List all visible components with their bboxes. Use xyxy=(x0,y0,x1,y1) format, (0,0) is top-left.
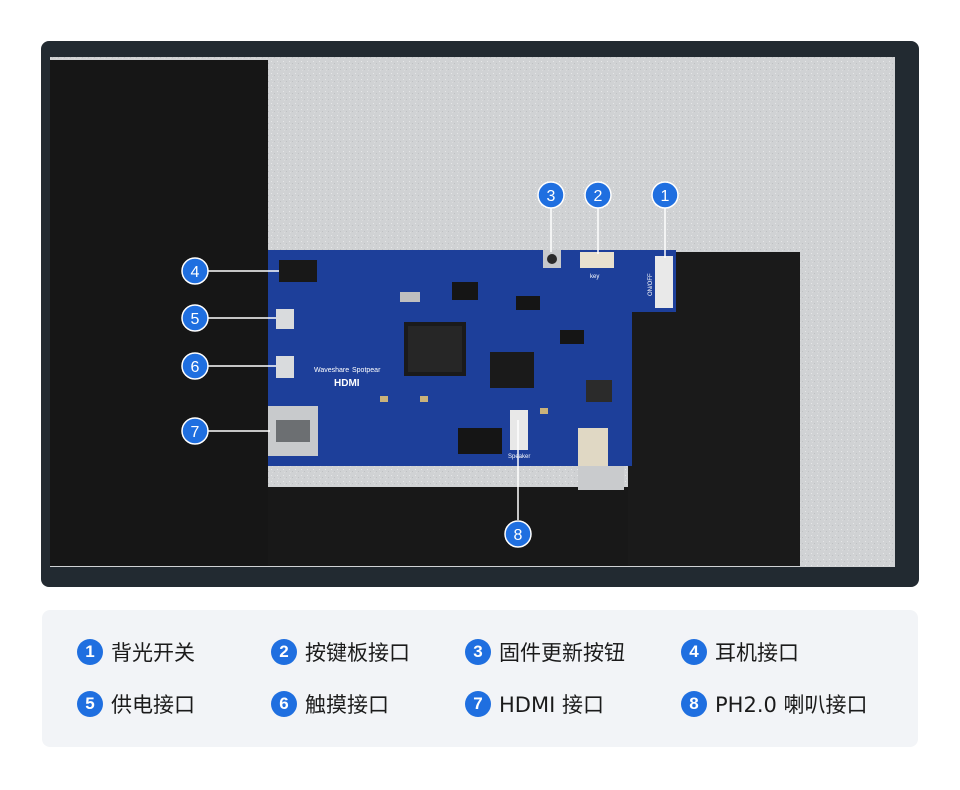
ribbon-cable xyxy=(578,428,608,470)
legend-label-6: 触摸接口 xyxy=(305,693,389,717)
legend-label-5: 供电接口 xyxy=(111,693,195,717)
callout-1-number: 1 xyxy=(661,188,670,205)
touch-port xyxy=(276,356,294,378)
legend-label-1: 背光开关 xyxy=(111,641,195,665)
brand-spotpear-text: Spotpear xyxy=(352,367,381,374)
legend-panel: 1 背光开关 2 按键板接口 3 固件更新按钮 4 耳机接口 5 供电接口 6 … xyxy=(42,610,918,747)
legend-label-2: 按键板接口 xyxy=(305,641,410,665)
legend-label-4: 耳机接口 xyxy=(715,641,799,665)
driver-board: Waveshare Spotpear HDMI key Speaker ON/O… xyxy=(268,250,676,490)
power-port xyxy=(276,309,294,329)
legend-number-3: 3 xyxy=(465,639,491,665)
legend-number-8: 8 xyxy=(681,691,707,717)
callout-3: 3 xyxy=(537,181,565,209)
callout-8: 8 xyxy=(504,520,532,548)
callout-3-number: 3 xyxy=(547,188,556,205)
callout-5-number: 5 xyxy=(191,311,200,328)
product-image: Waveshare Spotpear HDMI key Speaker ON/O… xyxy=(41,41,919,587)
callout-4-number: 4 xyxy=(191,264,200,281)
legend-label-8: PH2.0 喇叭接口 xyxy=(715,693,868,717)
callout-7-number: 7 xyxy=(191,424,200,441)
memory-chip xyxy=(490,352,534,388)
legend-number-5: 5 xyxy=(77,691,103,717)
key-label-text: key xyxy=(590,274,599,280)
legend-number-2: 2 xyxy=(271,639,297,665)
black-tape-left xyxy=(50,60,268,566)
callout-7: 7 xyxy=(181,417,209,445)
switch-label-text: ON/OFF xyxy=(648,273,654,296)
legend-number-6: 6 xyxy=(271,691,297,717)
callout-8-number: 8 xyxy=(514,527,523,544)
legend-label-3: 固件更新按钮 xyxy=(499,641,625,665)
callout-1: 1 xyxy=(651,181,679,209)
callout-4: 4 xyxy=(181,257,209,285)
legend-label-7: HDMI 接口 xyxy=(499,693,604,717)
brand-waveshare-text: Waveshare xyxy=(314,367,349,374)
callout-6: 6 xyxy=(181,352,209,380)
black-tape-bottom xyxy=(268,487,628,566)
legend-item-headphone: 4 耳机接口 xyxy=(681,637,799,667)
legend-item-hdmi: 7 HDMI 接口 xyxy=(465,689,604,719)
backlight-switch xyxy=(655,256,673,308)
legend-item-power: 5 供电接口 xyxy=(77,689,195,719)
legend-item-speaker: 8 PH2.0 喇叭接口 xyxy=(681,689,868,719)
callout-5: 5 xyxy=(181,304,209,332)
legend-number-4: 4 xyxy=(681,639,707,665)
key-connector xyxy=(580,252,614,268)
speaker-label-text: Speaker xyxy=(508,454,530,460)
legend-item-touch: 6 触摸接口 xyxy=(271,689,389,719)
callout-2-number: 2 xyxy=(594,188,603,205)
legend-item-firmware-button: 3 固件更新按钮 xyxy=(465,637,625,667)
legend-number-1: 1 xyxy=(77,639,103,665)
callout-2: 2 xyxy=(584,181,612,209)
legend-item-backlight-switch: 1 背光开关 xyxy=(77,637,195,667)
legend-item-key-interface: 2 按键板接口 xyxy=(271,637,410,667)
headphone-jack xyxy=(279,260,317,282)
speaker-connector xyxy=(510,410,528,450)
legend-number-7: 7 xyxy=(465,691,491,717)
hdmi-logo-text: HDMI xyxy=(334,378,360,389)
callout-6-number: 6 xyxy=(191,359,200,376)
